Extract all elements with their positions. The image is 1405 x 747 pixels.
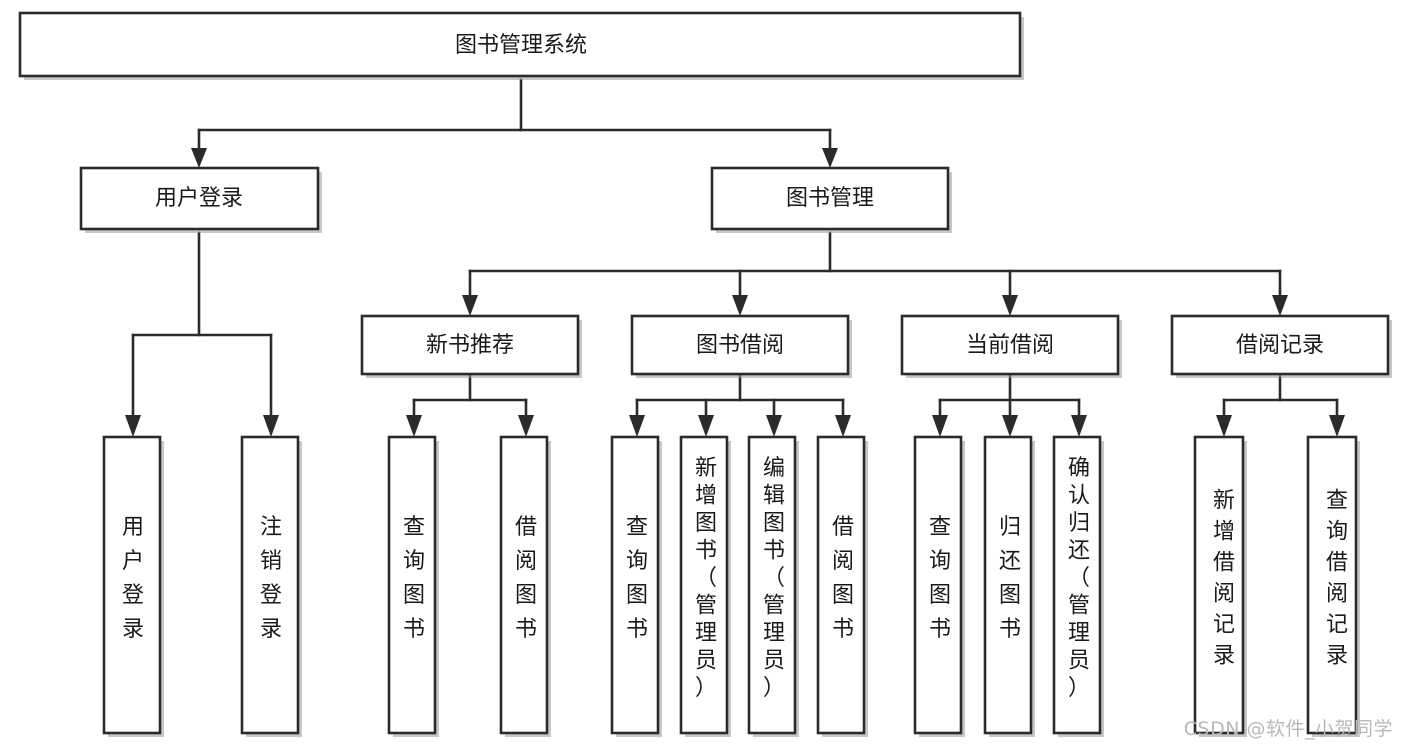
leaf-nodes: 用户登录 注销登录 查询图书 借阅图书 查询: [102, 435, 1360, 737]
arrow-user-login: [191, 148, 207, 168]
node-leaf-borrow-book-2[interactable]: 借阅图书: [816, 435, 868, 737]
book-manage-label: 图书管理: [786, 186, 874, 211]
borrow-record-box[interactable]: [1170, 314, 1390, 376]
leaf-logout-login-label: 注销登录: [260, 515, 282, 642]
arrow-leaf-query-record: [1329, 415, 1345, 437]
root-box[interactable]: [18, 11, 1022, 78]
arrow-leaf-add-book: [698, 415, 714, 437]
csdn-watermark: CSDN @软件_小贺同学: [1183, 718, 1393, 740]
arrow-leaf-return-book: [1002, 415, 1018, 437]
leaf-query-book-2-label: 查询图书: [626, 515, 648, 642]
leaf-add-book-label: 新增图书（管理员）: [695, 456, 717, 701]
leaf-query-record-box[interactable]: [1306, 435, 1358, 735]
arrow-book-manage: [822, 148, 838, 168]
arrow-book-borrow: [732, 295, 748, 316]
leaf-return-book-label: 归还图书: [999, 515, 1021, 642]
root-label: 图书管理系统: [455, 33, 587, 58]
leaf-query-record-label: 查询借阅记录: [1326, 489, 1348, 669]
leaf-add-book-box[interactable]: [679, 435, 729, 735]
node-leaf-return-book[interactable]: 归还图书: [983, 435, 1035, 737]
arrow-leaf-borrow-book-1: [518, 415, 534, 437]
leaf-edit-book-label: 编辑图书（管理员）: [763, 456, 785, 701]
node-leaf-query-book-2[interactable]: 查询图书: [610, 435, 662, 737]
leaf-user-login-box[interactable]: [102, 435, 162, 735]
arrow-leaf-query-book-1: [406, 415, 422, 437]
user-login-label: 用户登录: [155, 186, 243, 211]
node-leaf-confirm-return[interactable]: 确认归还（管理员）: [1052, 435, 1104, 737]
leaf-query-book-1-label: 查询图书: [403, 515, 425, 642]
node-leaf-borrow-book-1[interactable]: 借阅图书: [499, 435, 551, 737]
borrow-record-label: 借阅记录: [1236, 333, 1324, 358]
arrow-leaf-query-book-3: [932, 415, 948, 437]
node-leaf-edit-book[interactable]: 编辑图书（管理员）: [747, 435, 799, 737]
connectors: [125, 78, 1345, 437]
leaf-borrow-book-1-box[interactable]: [499, 435, 549, 735]
arrow-leaf-confirm-return: [1071, 415, 1087, 437]
current-borrow-box[interactable]: [900, 314, 1120, 376]
leaf-user-login-label: 用户登录: [122, 515, 144, 642]
arrow-leaf-query-book-2: [629, 415, 645, 437]
current-borrow-label: 当前借阅: [966, 333, 1054, 358]
book-borrow-label: 图书借阅: [696, 333, 784, 358]
leaf-edit-book-box[interactable]: [747, 435, 797, 735]
leaf-confirm-return-label: 确认归还（管理员）: [1068, 456, 1090, 701]
node-leaf-query-record[interactable]: 查询借阅记录: [1306, 435, 1360, 737]
arrow-new-book-recommend: [462, 295, 478, 316]
leaf-query-book-3-box[interactable]: [913, 435, 963, 735]
leaf-return-book-box[interactable]: [983, 435, 1033, 735]
leaf-query-book-2-box[interactable]: [610, 435, 660, 735]
leaf-logout-login-box[interactable]: [240, 435, 300, 735]
leaf-query-book-1-box[interactable]: [387, 435, 437, 735]
book-borrow-box[interactable]: [630, 314, 850, 376]
new-book-recommend-box[interactable]: [360, 314, 580, 376]
leaf-add-record-box[interactable]: [1193, 435, 1245, 735]
arrow-leaf-logout-login: [263, 415, 279, 437]
node-leaf-user-login[interactable]: 用户登录: [102, 435, 164, 737]
node-book-borrow[interactable]: 图书借阅: [630, 314, 852, 378]
arrow-current-borrow: [1002, 295, 1018, 316]
new-book-recommend-label: 新书推荐: [426, 333, 514, 358]
node-leaf-logout-login[interactable]: 注销登录: [240, 435, 302, 737]
node-leaf-add-record[interactable]: 新增借阅记录: [1193, 435, 1247, 737]
book-manage-box[interactable]: [710, 166, 950, 231]
leaf-borrow-book-2-label: 借阅图书: [832, 515, 854, 642]
user-login-box[interactable]: [79, 166, 320, 231]
node-leaf-query-book-1[interactable]: 查询图书: [387, 435, 439, 737]
leaf-borrow-book-2-box[interactable]: [816, 435, 866, 735]
arrow-leaf-user-login: [125, 415, 141, 437]
arrow-borrow-record: [1272, 295, 1288, 316]
node-current-borrow[interactable]: 当前借阅: [900, 314, 1122, 378]
node-leaf-add-book[interactable]: 新增图书（管理员）: [679, 435, 731, 737]
node-book-manage[interactable]: 图书管理: [710, 166, 952, 233]
leaf-borrow-book-1-label: 借阅图书: [515, 515, 537, 642]
arrow-leaf-edit-book: [766, 415, 782, 437]
arrow-leaf-add-record: [1216, 415, 1232, 437]
leaf-add-record-label: 新增借阅记录: [1213, 489, 1235, 669]
node-new-book-recommend[interactable]: 新书推荐: [360, 314, 582, 378]
node-borrow-record[interactable]: 借阅记录: [1170, 314, 1392, 378]
leaf-confirm-return-box[interactable]: [1052, 435, 1102, 735]
node-root[interactable]: 图书管理系统: [18, 11, 1024, 80]
arrow-leaf-borrow-book-2: [835, 415, 851, 437]
node-leaf-query-book-3[interactable]: 查询图书: [913, 435, 965, 737]
node-user-login[interactable]: 用户登录: [79, 166, 322, 233]
leaf-query-book-3-label: 查询图书: [929, 515, 951, 642]
